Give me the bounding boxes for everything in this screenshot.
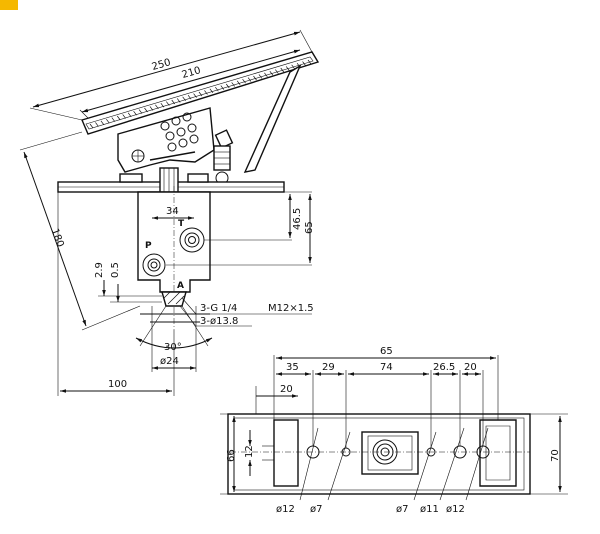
plan-hole-12-a: ø12 bbox=[276, 504, 295, 515]
plan-dim-74: 74 bbox=[380, 362, 393, 373]
tread-hatch-line bbox=[307, 59, 312, 65]
plan-hole-leaders: ø12 ø7 ø7 ø11 ø12 bbox=[276, 427, 489, 515]
tread-hatch-line bbox=[122, 114, 126, 119]
plan-left-dims: 66 12 bbox=[220, 413, 262, 495]
dim-0-5: 0.5 bbox=[110, 262, 121, 278]
thread-label: 3-G 1/4 bbox=[200, 303, 237, 314]
dim-100: 100 bbox=[108, 379, 127, 390]
bolt-label: M12×1.5 bbox=[268, 303, 314, 314]
side-view: P T A 250 210 180 34 bbox=[19, 29, 320, 396]
angle-30: 30° bbox=[164, 342, 182, 353]
plan-dim-12: 12 bbox=[244, 445, 255, 458]
plan-dim-26-5: 26.5 bbox=[433, 362, 455, 373]
plan-dim-70: 70 bbox=[550, 449, 561, 462]
tread-hatch-line bbox=[106, 118, 110, 124]
plan-dim-35: 35 bbox=[286, 362, 299, 373]
dim-100-group: 100 bbox=[57, 192, 175, 396]
plan-dim-20-right: 20 bbox=[464, 362, 477, 373]
port-p-label: P bbox=[145, 241, 152, 251]
tread-hatch-line bbox=[111, 117, 116, 122]
tread-hatch-line bbox=[95, 122, 99, 127]
dim-2-9-group: 2.9 0.5 bbox=[94, 262, 162, 303]
dim-34: 34 bbox=[166, 206, 179, 217]
port-a-label: A bbox=[177, 281, 184, 291]
lever bbox=[213, 129, 234, 185]
tread-hatch-line bbox=[100, 120, 105, 126]
hole-label: 3-ø13.8 bbox=[200, 316, 238, 327]
tread-hatch-line bbox=[116, 115, 121, 121]
dim-2-9: 2.9 bbox=[94, 262, 105, 278]
plan-hole-12-b: ø12 bbox=[446, 504, 465, 515]
plan-dim-65: 65 bbox=[380, 346, 393, 357]
plan-dim-29: 29 bbox=[322, 362, 335, 373]
callouts-group: 3-G 1/4 M12×1.5 3-ø13.8 bbox=[140, 297, 314, 327]
dim-46-5-group: 46.5 65 bbox=[166, 191, 315, 266]
dim-34-group: 34 bbox=[152, 206, 194, 220]
tread-hatch-line bbox=[89, 123, 94, 129]
plan-right-dims: 70 bbox=[530, 413, 568, 495]
plan-hole-11: ø11 bbox=[420, 504, 439, 515]
dim-250: 250 bbox=[151, 57, 172, 73]
dim-250-group: 250 210 bbox=[29, 29, 313, 121]
dim-180: 180 bbox=[49, 227, 66, 249]
plan-hole-7-b: ø7 bbox=[396, 504, 408, 515]
dia-24: ø24 bbox=[160, 356, 179, 367]
plan-top-dims: 65 35 29 74 26.5 20 20 bbox=[255, 346, 499, 448]
plan-dim-20-left: 20 bbox=[280, 384, 293, 395]
tread-hatch-line bbox=[302, 61, 306, 66]
corner-marker bbox=[0, 0, 18, 10]
dim-210: 210 bbox=[181, 65, 202, 81]
dim-65-side: 65 bbox=[304, 221, 315, 234]
plan-dim-66: 66 bbox=[226, 449, 237, 462]
port-t-label: T bbox=[178, 219, 185, 229]
plan-view: 65 35 29 74 26.5 20 20 66 bbox=[220, 346, 568, 515]
plan-hole-7-a: ø7 bbox=[310, 504, 322, 515]
dim-46-5: 46.5 bbox=[292, 208, 303, 230]
tread-hatch-line bbox=[127, 112, 132, 118]
